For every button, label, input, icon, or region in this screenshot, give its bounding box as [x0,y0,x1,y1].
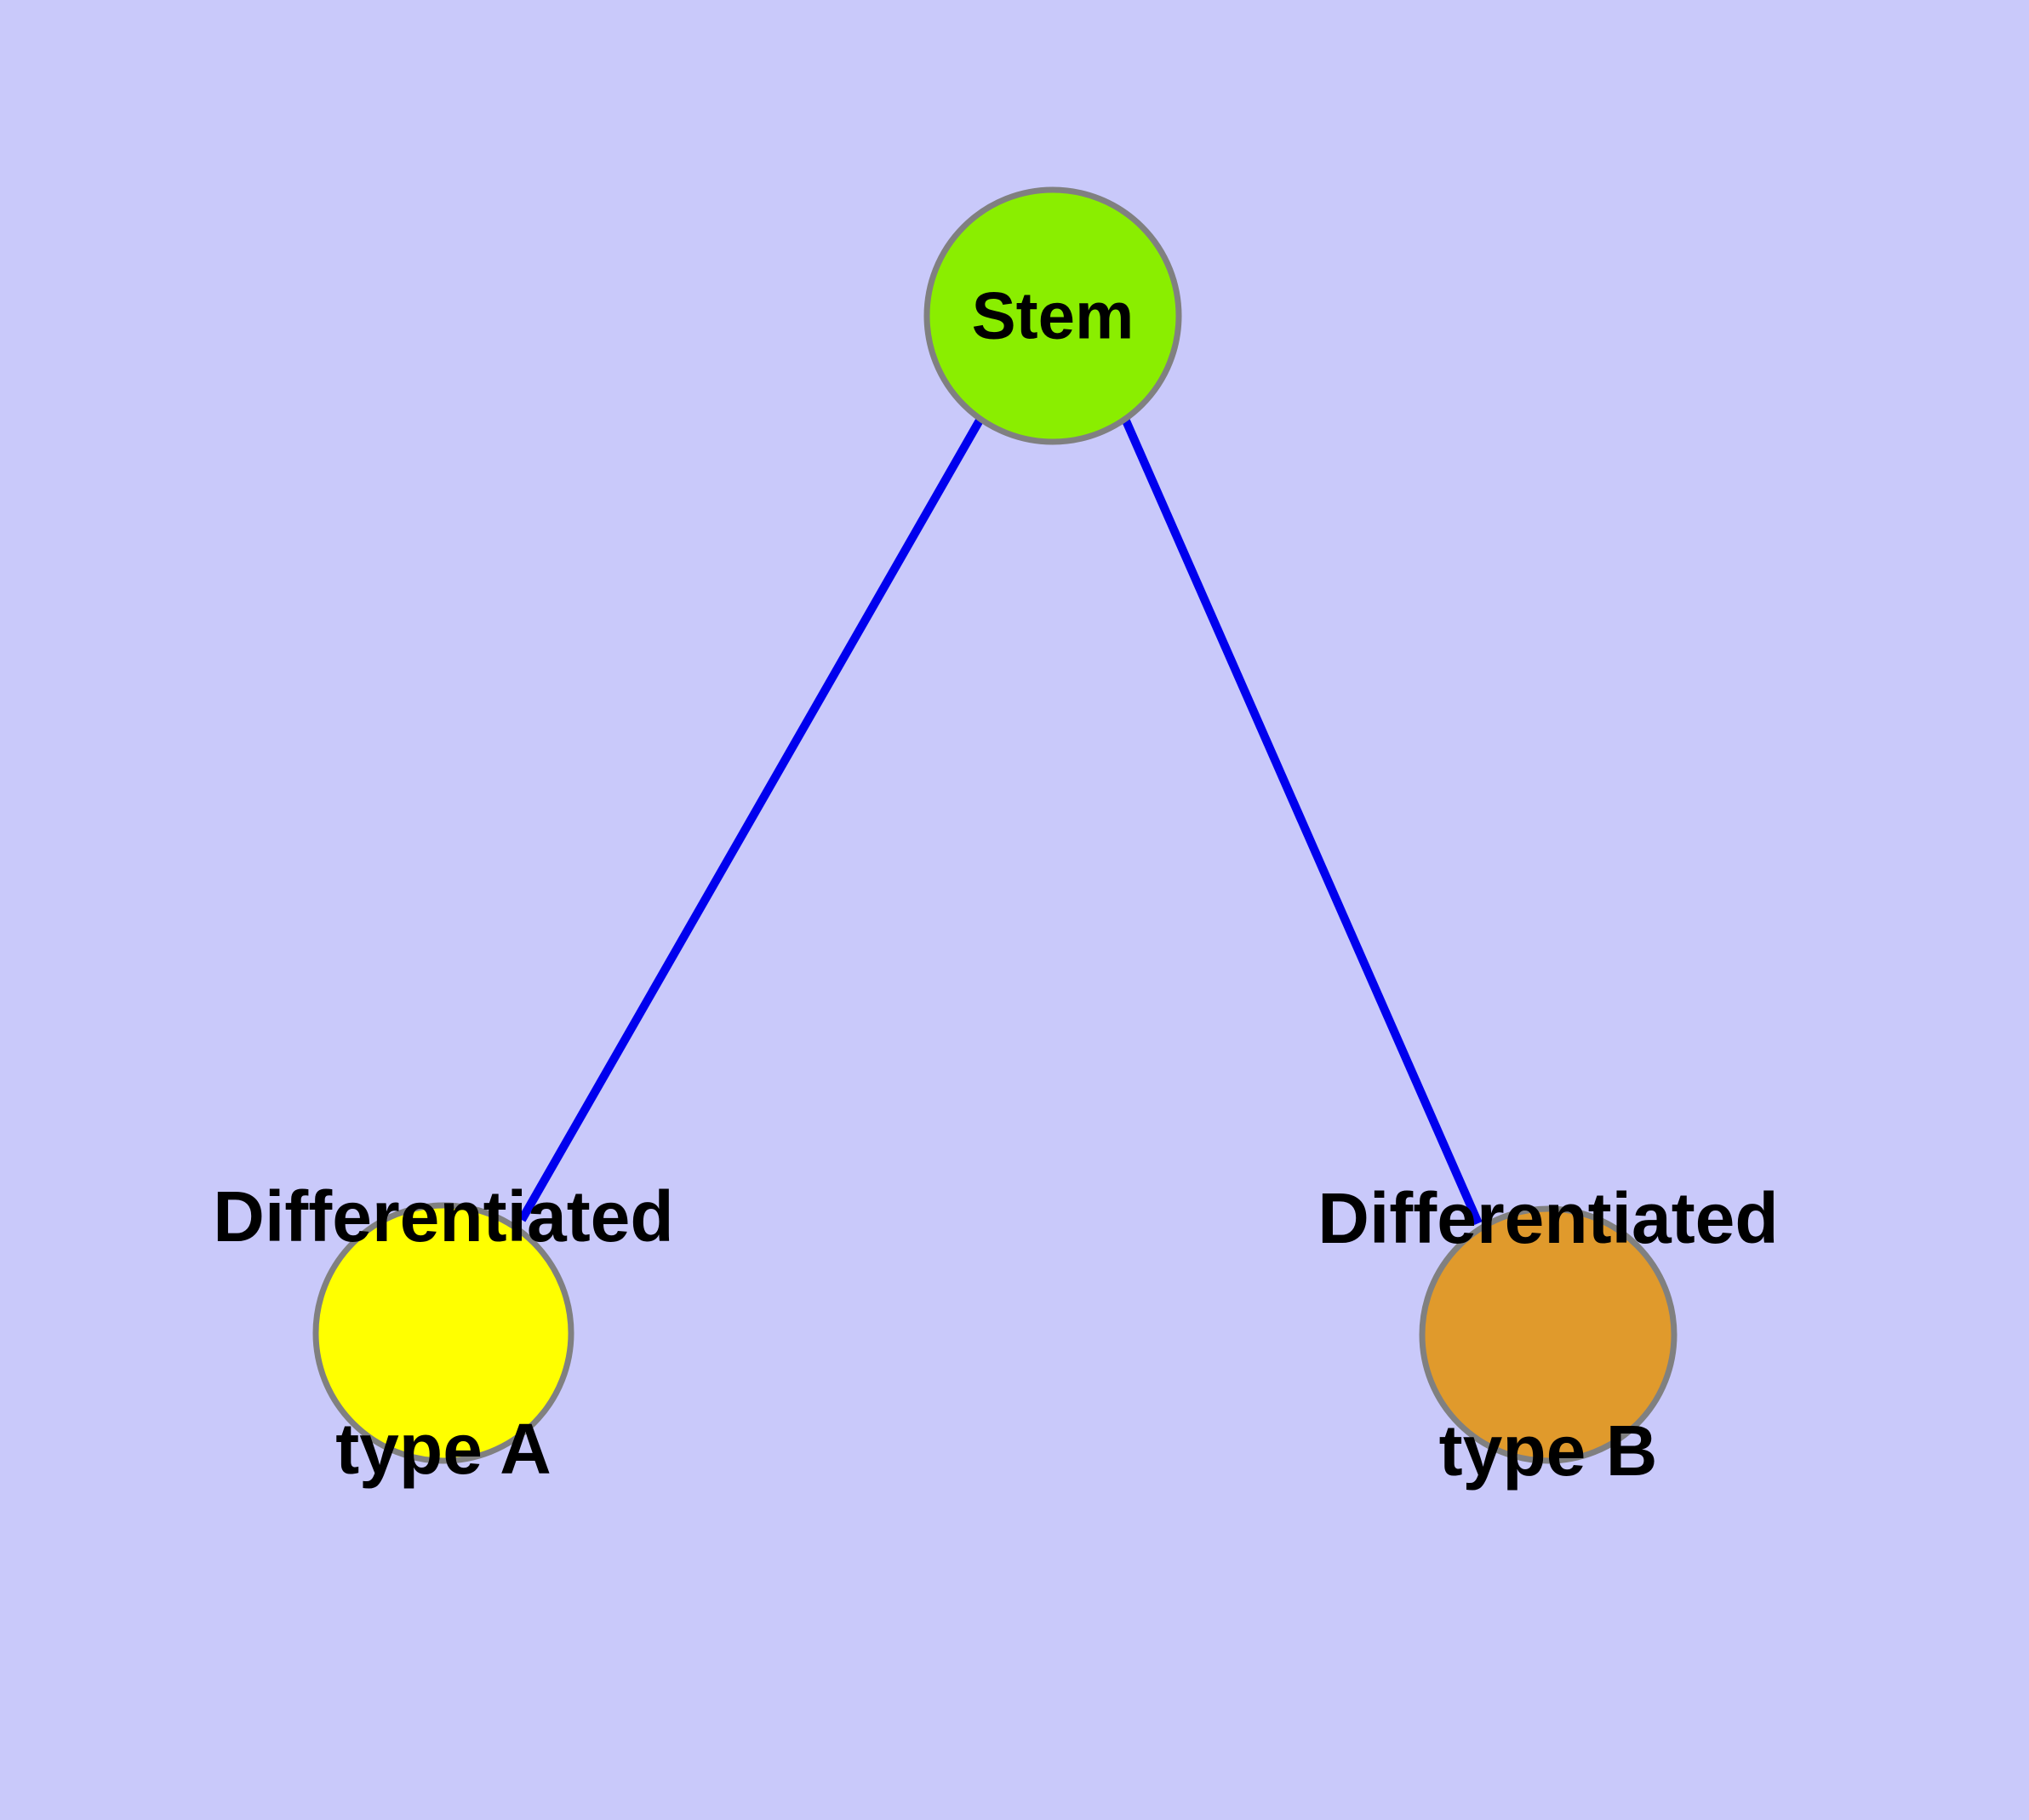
node-differentiated-type-b[interactable] [1419,1205,1677,1464]
edge-stem-to-type-a[interactable] [517,416,985,1222]
node-stem[interactable] [923,186,1182,445]
node-differentiated-type-a[interactable] [312,1202,574,1464]
node-layer [312,186,1677,1464]
edge-layer [517,416,1483,1226]
edge-stem-to-type-b[interactable] [1121,416,1483,1226]
